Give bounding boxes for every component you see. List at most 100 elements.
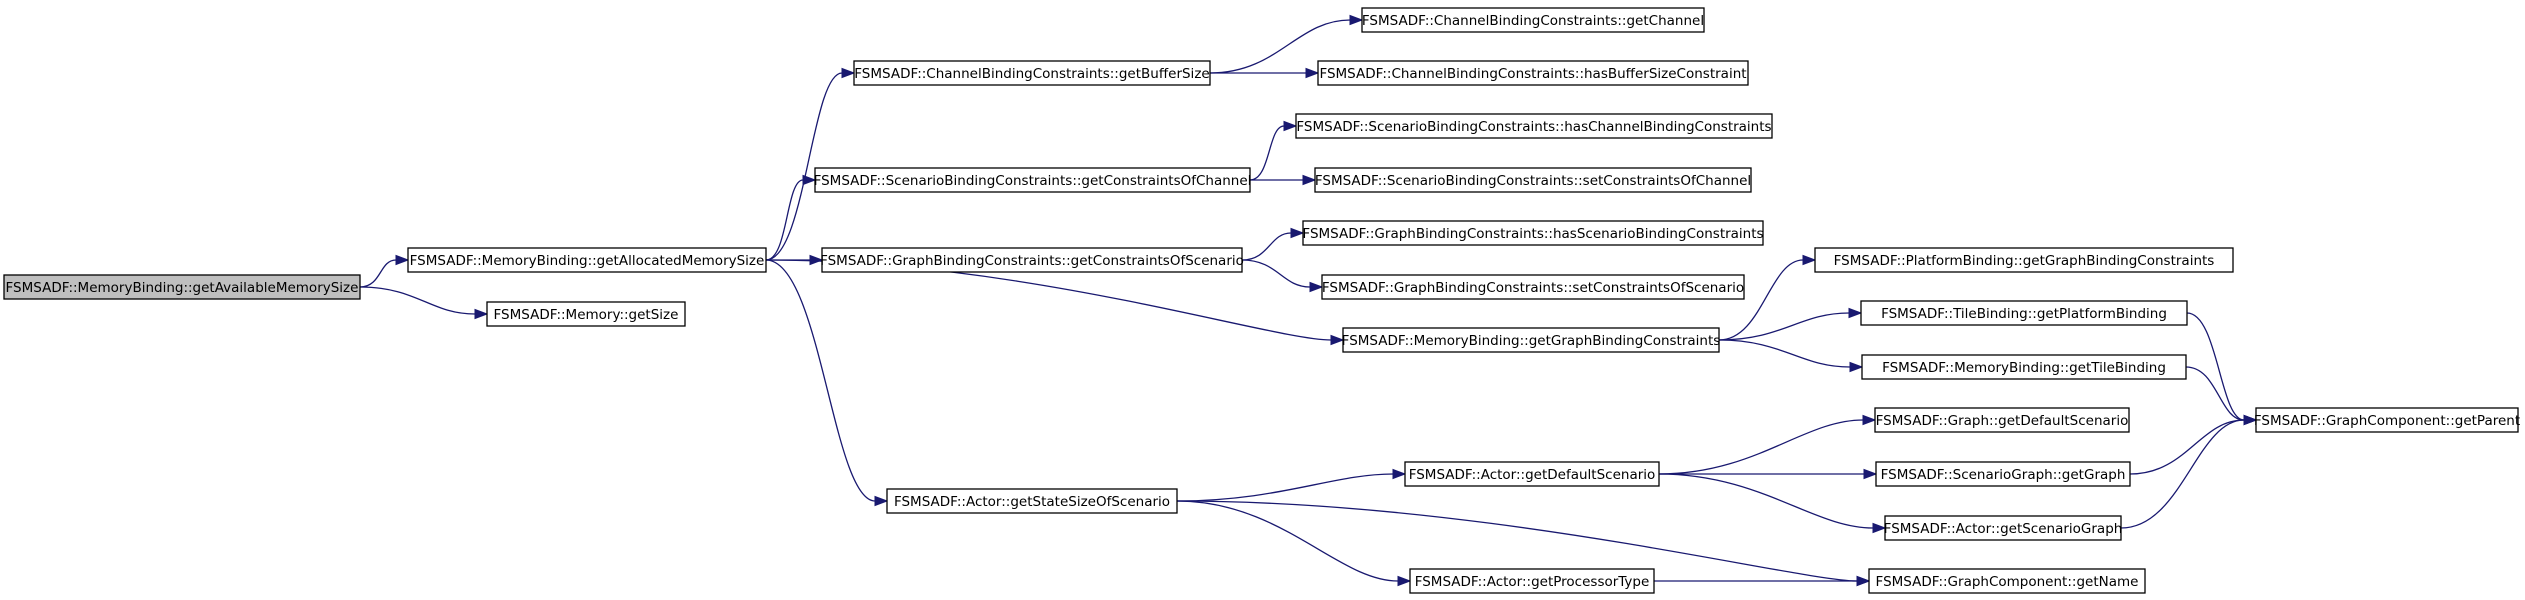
- node-box: [407, 247, 767, 273]
- node-box: [1860, 300, 2188, 326]
- node-box: [1814, 247, 2234, 273]
- call-edge: [1718, 339, 1864, 373]
- node-label: FSMSADF::ScenarioGraph::getGraph: [1881, 467, 2126, 483]
- edge-line: [1249, 125, 1285, 181]
- node-label: FSMSADF::GraphComponent::getName: [1876, 574, 2139, 590]
- node-label: FSMSADF::ChannelBindingConstraints::hasB…: [1319, 66, 1746, 82]
- arrowhead-icon: [1848, 307, 1863, 319]
- arrowhead-icon: [1283, 120, 1298, 132]
- node-box: [1875, 461, 2131, 487]
- node-label: FSMSADF::MemoryBinding::getAvailableMemo…: [6, 280, 359, 296]
- node-box: [2255, 407, 2519, 433]
- edge-line: [1176, 500, 1858, 582]
- node-label: FSMSADF::GraphBindingConstraints::getCon…: [820, 253, 1244, 269]
- function-node[interactable]: FSMSADF::GraphBindingConstraints::setCon…: [1321, 274, 1745, 300]
- function-node[interactable]: FSMSADF::ScenarioBindingConstraints::set…: [1314, 167, 1752, 193]
- function-node[interactable]: FSMSADF::TileBinding::getPlatformBinding: [1860, 300, 2188, 326]
- arrowhead-icon: [474, 308, 489, 320]
- edge-line: [2129, 419, 2245, 475]
- function-node[interactable]: FSMSADF::Actor::getScenarioGraph: [1884, 515, 2123, 541]
- node-label: FSMSADF::Actor::getProcessorType: [1415, 574, 1650, 590]
- function-node[interactable]: FSMSADF::MemoryBinding::getGraphBindingC…: [1342, 327, 1721, 353]
- edge-line: [1241, 232, 1292, 261]
- call-edge: [1658, 414, 1877, 475]
- function-node[interactable]: FSMSADF::GraphComponent::getName: [1868, 568, 2146, 594]
- edge-line: [2185, 366, 2245, 421]
- arrowhead-icon: [1330, 334, 1345, 346]
- node-box: [1302, 220, 1764, 246]
- call-edge: [1718, 307, 1863, 341]
- node-label: FSMSADF::ChannelBindingConstraints::getC…: [1362, 13, 1704, 29]
- call-edge: [765, 259, 889, 507]
- node-label: FSMSADF::ScenarioBindingConstraints::get…: [814, 173, 1252, 189]
- function-node[interactable]: FSMSADF::GraphBindingConstraints::hasSce…: [1302, 220, 1764, 246]
- call-edge: [765, 174, 817, 261]
- edge-line: [1209, 19, 1351, 74]
- edge-line: [1718, 259, 1804, 341]
- call-edge: [1210, 67, 1320, 79]
- root-function-node[interactable]: FSMSADF::MemoryBinding::getAvailableMemo…: [3, 274, 361, 300]
- edge-line: [1176, 473, 1394, 502]
- node-box: [853, 60, 1211, 86]
- function-node[interactable]: FSMSADF::Memory::getSize: [486, 301, 686, 327]
- node-box: [1868, 568, 2146, 594]
- edge-line: [2120, 419, 2245, 529]
- arrowhead-icon: [1349, 14, 1364, 26]
- call-edge: [2186, 312, 2258, 426]
- arrowhead-icon: [1856, 575, 1871, 587]
- node-label: FSMSADF::Memory::getSize: [494, 307, 679, 323]
- function-node[interactable]: FSMSADF::ScenarioBindingConstraints::has…: [1295, 113, 1773, 139]
- arrowhead-icon: [1305, 67, 1320, 79]
- node-label: FSMSADF::MemoryBinding::getTileBinding: [1882, 360, 2166, 376]
- function-node[interactable]: FSMSADF::Actor::getStateSizeOfScenario: [886, 488, 1178, 514]
- node-box: [886, 488, 1178, 514]
- call-edge: [2120, 414, 2258, 529]
- call-edge: [1209, 14, 1364, 74]
- function-node[interactable]: FSMSADF::ChannelBindingConstraints::hasB…: [1317, 60, 1749, 86]
- node-box: [1874, 407, 2130, 433]
- arrowhead-icon: [1862, 414, 1877, 426]
- edge-line: [2186, 312, 2245, 421]
- function-node[interactable]: FSMSADF::ChannelBindingConstraints::getB…: [853, 60, 1211, 86]
- arrowhead-icon: [1290, 227, 1305, 239]
- call-edge: [1249, 120, 1298, 181]
- arrowhead-icon: [1392, 468, 1407, 480]
- function-node[interactable]: FSMSADF::Actor::getProcessorType: [1409, 568, 1655, 594]
- node-label: FSMSADF::ChannelBindingConstraints::getB…: [854, 66, 1209, 82]
- call-edge: [1176, 468, 1407, 502]
- arrowhead-icon: [1802, 254, 1817, 266]
- nodes-layer: FSMSADF::MemoryBinding::getAvailableMemo…: [3, 7, 2520, 594]
- edge-line: [1718, 339, 1851, 368]
- node-label: FSMSADF::Actor::getScenarioGraph: [1884, 521, 2123, 537]
- node-label: FSMSADF::ScenarioBindingConstraints::set…: [1315, 173, 1751, 189]
- arrowhead-icon: [2243, 414, 2258, 426]
- function-node[interactable]: FSMSADF::Graph::getDefaultScenario: [1874, 407, 2130, 433]
- node-box: [1884, 515, 2122, 541]
- node-box: [814, 167, 1251, 193]
- function-node[interactable]: FSMSADF::ScenarioGraph::getGraph: [1875, 461, 2131, 487]
- node-box: [1409, 568, 1655, 594]
- call-edge: [359, 254, 410, 288]
- function-node[interactable]: FSMSADF::PlatformBinding::getGraphBindin…: [1814, 247, 2234, 273]
- function-node[interactable]: FSMSADF::MemoryBinding::getAllocatedMemo…: [407, 247, 767, 273]
- node-box: [486, 301, 686, 327]
- function-node[interactable]: FSMSADF::ScenarioBindingConstraints::get…: [814, 167, 1252, 193]
- node-box: [1861, 354, 2187, 380]
- arrowhead-icon: [1849, 361, 1864, 373]
- node-box: [1314, 167, 1752, 193]
- edge-line: [1718, 312, 1850, 341]
- arrowhead-icon: [1872, 522, 1887, 534]
- edge-line: [359, 259, 397, 288]
- function-node[interactable]: FSMSADF::ChannelBindingConstraints::getC…: [1361, 7, 1705, 33]
- function-node[interactable]: FSMSADF::Actor::getDefaultScenario: [1404, 461, 1660, 487]
- node-label: FSMSADF::PlatformBinding::getGraphBindin…: [1834, 253, 2215, 269]
- node-box: [1404, 461, 1660, 487]
- edge-line: [1176, 500, 1399, 582]
- function-node[interactable]: FSMSADF::GraphComponent::getParent: [2254, 407, 2520, 433]
- call-edge: [1659, 468, 1878, 480]
- function-node[interactable]: FSMSADF::MemoryBinding::getTileBinding: [1861, 354, 2187, 380]
- edge-line: [1241, 259, 1311, 288]
- function-node[interactable]: FSMSADF::GraphBindingConstraints::getCon…: [820, 247, 1244, 273]
- call-edge: [1241, 227, 1305, 261]
- call-edge: [1250, 174, 1317, 186]
